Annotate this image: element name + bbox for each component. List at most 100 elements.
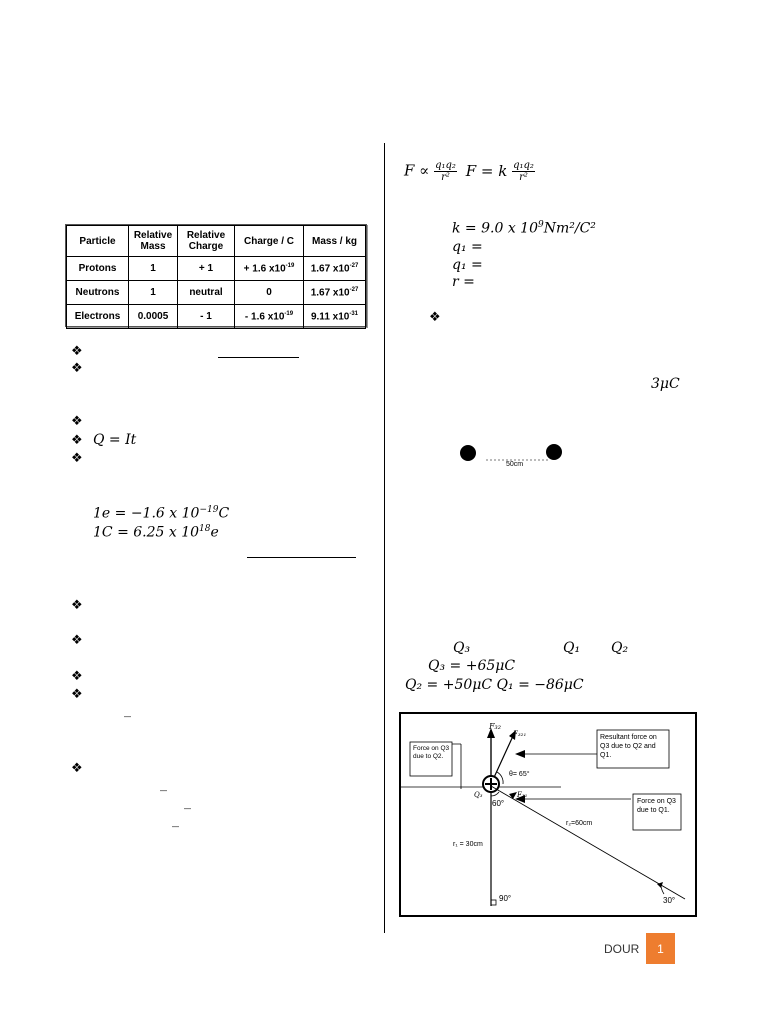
table-cell: 1 [128,280,178,305]
table-row: Electrons 0.0005 - 1 - 1.6 x10-19 9.11 x… [66,304,366,329]
page-number-badge: 1 [646,933,675,964]
equation-lhs: F = k [465,161,508,180]
table-cell-mass: 9.11 x10-31 [303,304,366,329]
bullet-icon: ❖ [429,310,441,325]
q2-q1-values: Q₂ = +50μC Q₁ = −86μC [405,677,584,693]
table-row: Protons 1 + 1 + 1.6 x10-19 1.67 x10-27 [66,256,366,281]
f32-label: F₃₂ [489,722,501,731]
thirty-label: 30° [663,896,676,905]
table-header: Relative Charge [177,225,235,257]
cell-base: 9.11 x10 [310,311,350,323]
footer-author: DOUR [604,942,640,956]
q1-equation: q₁ = [452,239,483,255]
table-row: Neutrons 1 neutral 0 1.67 x10-27 [66,280,366,305]
f31-arrowhead [509,792,517,799]
callout-box-q2 [409,741,453,777]
r-equation: r = [452,274,475,290]
f321-label: F₃₂₁ [513,730,527,738]
eq-unit: C [218,505,230,522]
bullet-icon: ❖ [71,669,83,684]
bullet-icon: ❖ [71,687,83,702]
table-cell: 1 [128,256,178,281]
callout-q1: Force on Q3 due to Q1. [637,798,676,814]
table-header: Charge / C [234,225,304,257]
eq-unit: Nm²/C² [543,220,596,237]
table-cell: - 1 [177,304,235,329]
bullet-icon: ❖ [71,761,83,776]
ninety-label: 90° [499,894,512,903]
two-charges-figure: 50cm [458,440,568,470]
table-cell: Electrons [66,304,129,329]
particle-table: Particle Relative Mass Relative Charge C… [66,225,366,329]
f31-label: F₃₁ [517,791,528,799]
r2-label: r₂=60cm [566,820,593,827]
f321-arrowhead [509,730,516,740]
frac-denominator: r² [441,172,450,183]
eq-exponent: −19 [199,505,219,515]
theta-label: θ= 65° [509,771,530,778]
current-equation: Q = It [93,432,137,448]
bullet-icon: ❖ [71,633,83,648]
column-divider [384,143,385,933]
table-cell-charge: + 1.6 x10-19 [234,256,304,281]
table-cell: + 1 [177,256,235,281]
table-header: Relative Mass [128,225,178,257]
callout-q2: Force on Q3 due to Q2. [413,745,450,760]
right-angle-marker [490,899,497,906]
r2-line [490,785,686,900]
bullet-icon: ❖ [71,344,83,359]
cell-exponent: -31 [349,310,359,317]
table-cell: Neutrons [66,280,129,305]
bullet-icon: ❖ [71,433,83,448]
table-cell-mass: 1.67 x10-27 [303,280,366,305]
force-diagram-svg [401,728,686,906]
charge-dot-left [460,445,476,461]
force-diagram: F₃₂ F₃₂₁ θ= 65° Q₃ 60° F₃₁ r₁ = 30cm r₂=… [399,712,697,917]
callout-box-resultant [596,729,670,769]
bullet-icon: ❖ [71,414,83,429]
q1-label: Q₁ [563,640,581,656]
distance-label: 50cm [506,461,524,468]
electron-charge-equation: 1e = −1.6 x 10−19C [93,505,229,522]
table-header: Particle [66,225,129,257]
q3-value: Q₃ = +65μC [428,658,516,674]
cell-exponent: -27 [349,286,359,293]
bullet-icon: ❖ [71,598,83,613]
blank-underline [218,357,299,358]
eq-exponent: 18 [199,524,211,534]
minus-dash: _ [172,812,179,828]
table-cell: 0.0005 [128,304,178,329]
cell-base: - 1.6 x10 [244,311,285,323]
blank-underline [247,557,356,558]
table-cell: neutral [177,280,235,305]
proportional-lhs: F ∝ [404,161,430,180]
thirty-arrowhead [657,882,663,888]
k-constant: k = 9.0 x 109Nm²/C² [452,220,596,237]
q3-diagram-label: Q₃ [474,791,483,799]
callout-resultant: Resultant force on Q3 due to Q2 and Q1. [600,734,657,759]
minus-dash: _ [124,702,131,718]
thirty-arc [660,885,665,895]
bullet-icon: ❖ [71,361,83,376]
charge-value: 3μC [651,376,680,392]
table-cell-charge: - 1.6 x10-19 [234,304,304,329]
cell-base: + 1.6 x10 [243,263,286,275]
coulomb-equation: 1C = 6.25 x 1018e [93,524,219,541]
charge-dot-right [546,444,562,460]
bullet-icon: ❖ [71,451,83,466]
frac-numerator: q₁q₂ [512,160,535,172]
table-header-row: Particle Relative Mass Relative Charge C… [66,225,366,257]
table-cell-mass: 1.67 x10-27 [303,256,366,281]
q2-label: Q₂ [611,640,629,656]
charges-svg [460,444,562,461]
f32-arrowhead [487,728,495,738]
cell-exponent: -19 [284,310,294,317]
frac-numerator: q₁q₂ [434,160,457,172]
minus-dash: _ [184,794,191,810]
cell-base: 1.67 x10 [310,263,350,275]
callout-box-q1 [632,793,682,831]
sixty-label: 60° [492,799,505,808]
